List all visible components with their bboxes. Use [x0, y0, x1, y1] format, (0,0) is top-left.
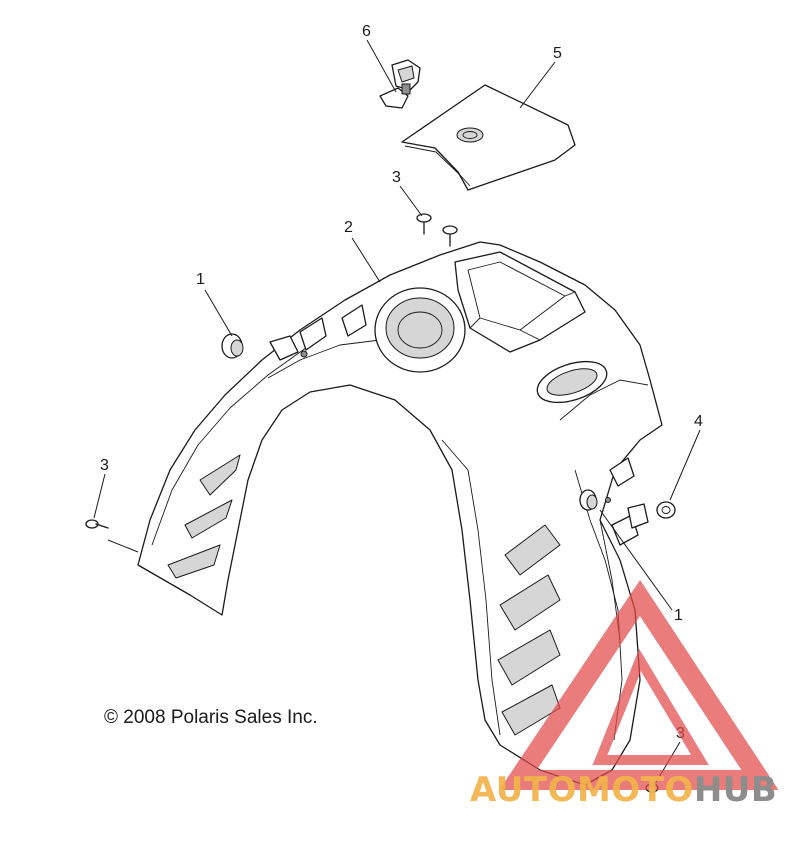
access-cover — [401, 84, 576, 191]
watermark-part-a: AUTOMOTO — [470, 770, 694, 810]
callout-4: 6 — [362, 23, 371, 40]
watermark-text: AUTOMOTOHUB — [470, 770, 795, 810]
callout-2: 2 — [344, 219, 353, 236]
nut — [656, 501, 676, 519]
callout-1-left: 1 — [196, 271, 205, 288]
grommets — [221, 333, 649, 529]
callout-3-left: 3 — [100, 457, 109, 474]
callout-5: 5 — [553, 45, 562, 62]
callout-6: 4 — [694, 413, 703, 430]
latch — [379, 59, 421, 109]
callout-3-top: 3 — [392, 169, 401, 186]
watermark-part-b: HUB — [693, 770, 778, 810]
copyright-notice: © 2008 Polaris Sales Inc. — [104, 707, 318, 728]
watermark-logo — [499, 579, 779, 790]
hood-panel — [137, 241, 663, 786]
callout-1-right: 1 — [674, 607, 683, 624]
